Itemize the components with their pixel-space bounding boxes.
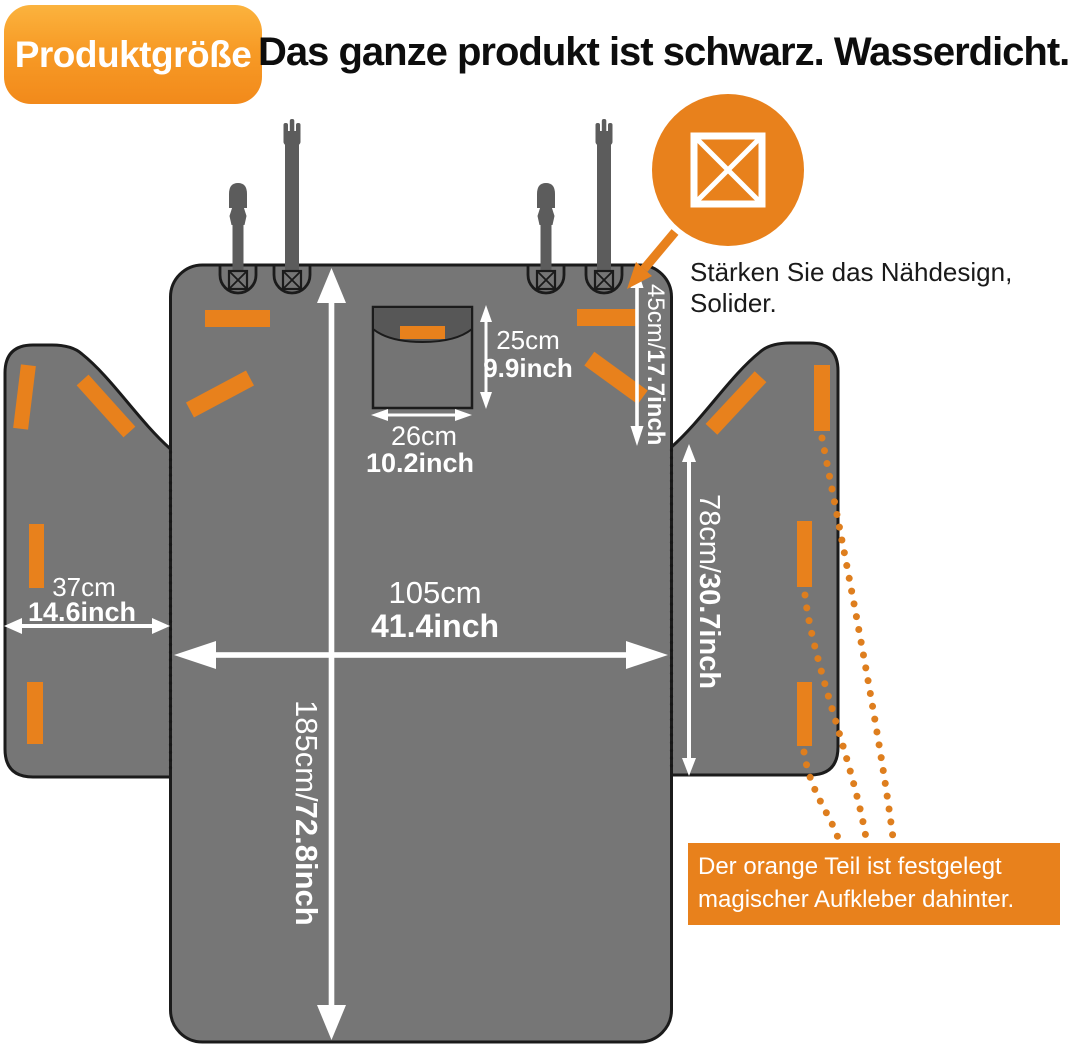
pocket-width-cm-label: 26cm — [391, 421, 457, 451]
headrest-section-label: 45cm/17.7inch — [642, 284, 669, 445]
right-flap-shape — [671, 343, 838, 775]
stitch-note-line2: Solider. — [690, 288, 777, 319]
box-stitch-icon — [227, 269, 249, 291]
headrest-strap-short — [229, 183, 247, 275]
callout-arrow — [627, 229, 679, 289]
box-stitch-icon — [593, 269, 615, 291]
left-flap-outline — [3, 343, 172, 779]
box-stitch-icon — [281, 269, 303, 291]
velcro-strip — [13, 364, 36, 430]
pocket-flap — [372, 306, 473, 344]
velcro-strip — [814, 365, 830, 431]
velcro-strip — [76, 374, 136, 438]
velcro-strip — [205, 310, 270, 327]
storage-pocket — [371, 305, 474, 410]
side-flap-width-cm-label: 37cm — [52, 572, 116, 602]
velcro-dotted-trails — [800, 434, 897, 842]
left-side-flap — [3, 343, 172, 779]
pocket-height-cm-label: 25cm — [496, 325, 560, 355]
velcro-strip — [584, 351, 648, 405]
velcro-strip — [27, 682, 43, 744]
side-flap-width-inch-label: 14.6inch — [28, 597, 136, 627]
stitch-callout — [627, 94, 804, 289]
stitch-note: Stärken Sie das Nähdesign, Solider. — [690, 257, 1012, 319]
headrest-strap-long — [283, 119, 301, 275]
velcro-strip — [705, 371, 767, 435]
velcro-strip — [29, 524, 44, 588]
velcro-strip — [400, 326, 445, 339]
right-flap-outline — [670, 341, 840, 777]
box-stitch-icon — [535, 269, 557, 291]
velcro-note: Der orange Teil ist festgelegt magischer… — [688, 843, 1060, 925]
headrest-strap-short — [537, 183, 555, 275]
pocket-height-inch-label: 9.9inch — [483, 353, 573, 383]
left-flap-shape — [5, 345, 171, 777]
seat-width-inch-label: 41.4inch — [371, 608, 499, 644]
velcro-strip — [185, 370, 255, 418]
velcro-note-line1: Der orange Teil ist festgelegt — [698, 853, 1002, 880]
product-size-badge: Produktgröße — [4, 5, 262, 104]
total-length-label: 185cm/72.8inch — [289, 700, 324, 926]
velcro-strip — [577, 309, 638, 326]
right-side-flap — [670, 341, 840, 777]
seat-width-cm-label: 105cm — [388, 575, 481, 610]
box-cross-stitch-icon — [690, 132, 766, 208]
page-title: Das ganze produkt ist schwarz. Wasserdic… — [258, 30, 1070, 74]
pocket-width-inch-label: 10.2inch — [366, 448, 474, 478]
velcro-strip — [797, 682, 812, 746]
headrest-strap-long — [595, 119, 613, 275]
velcro-note-line2: magischer Aufkleber dahinter. — [698, 886, 1015, 914]
velcro-strip — [797, 521, 812, 587]
side-flap-length-label: 78cm/30.7inch — [693, 494, 725, 689]
badge-label: Produktgröße — [14, 33, 252, 75]
stitch-note-line1: Stärken Sie das Nähdesign, — [690, 257, 1013, 287]
